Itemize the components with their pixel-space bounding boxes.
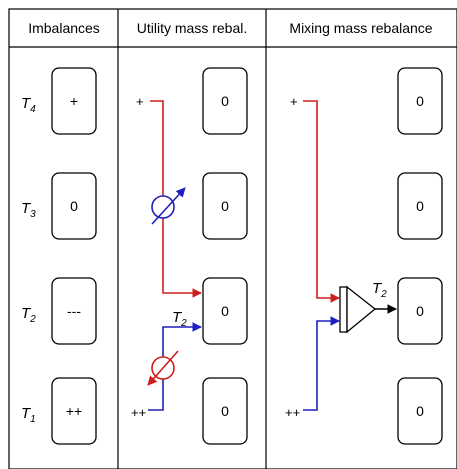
utility-cooler-exchanger xyxy=(151,187,186,225)
mixer-symbol xyxy=(339,285,377,334)
utility-heater-exchanger xyxy=(147,350,179,386)
utility-source-top-sign: + xyxy=(136,94,144,109)
mixer-output-label: T2 xyxy=(372,280,387,300)
imbalance-box-t1: ++ xyxy=(51,377,97,445)
mixing-box-t3: 0 xyxy=(397,172,443,240)
svg-text:0: 0 xyxy=(416,403,424,419)
level-label-t2: T2 xyxy=(21,305,36,325)
utility-source-bottom-sign: ++ xyxy=(131,405,146,420)
svg-text:0: 0 xyxy=(416,93,424,109)
utility-box-t1: 0 xyxy=(202,377,248,445)
mixing-box-t4: 0 xyxy=(397,67,443,135)
level-label-t4: T4 xyxy=(21,95,36,115)
level-label-t3: T3 xyxy=(21,200,36,220)
mixing-source-bottom-sign: ++ xyxy=(285,405,300,420)
mixing-cold-stream xyxy=(303,316,340,411)
svg-text:0: 0 xyxy=(221,303,229,319)
imbalance-box-t2: --- xyxy=(51,277,97,345)
imbalance-box-t4: + xyxy=(51,67,97,135)
svg-text:0: 0 xyxy=(221,403,229,419)
grid-lines xyxy=(8,8,457,469)
svg-text:0: 0 xyxy=(416,303,424,319)
frame xyxy=(8,8,457,469)
svg-text:0: 0 xyxy=(221,198,229,214)
utility-box-t4: 0 xyxy=(202,67,248,135)
utility-target-label: T2 xyxy=(172,309,187,329)
svg-text:0: 0 xyxy=(70,198,78,214)
mixing-box-t1: 0 xyxy=(397,377,443,445)
mixing-hot-stream xyxy=(303,100,340,303)
level-label-t1: T1 xyxy=(21,405,36,425)
svg-text:0: 0 xyxy=(416,198,424,214)
svg-text:++: ++ xyxy=(66,403,82,419)
mixing-source-top-sign: + xyxy=(290,94,298,109)
header-utility: Utility mass rebal. xyxy=(137,20,247,36)
utility-box-t2: 0 xyxy=(202,277,248,345)
svg-text:0: 0 xyxy=(221,93,229,109)
svg-text:---: --- xyxy=(67,303,81,319)
svg-text:+: + xyxy=(70,93,78,109)
utility-box-t3: 0 xyxy=(202,172,248,240)
header-mixing: Mixing mass rebalance xyxy=(289,20,432,36)
mixing-box-t2: 0 xyxy=(397,277,443,345)
imbalance-box-t3: 0 xyxy=(51,172,97,240)
header-imbalances: Imbalances xyxy=(28,20,100,36)
